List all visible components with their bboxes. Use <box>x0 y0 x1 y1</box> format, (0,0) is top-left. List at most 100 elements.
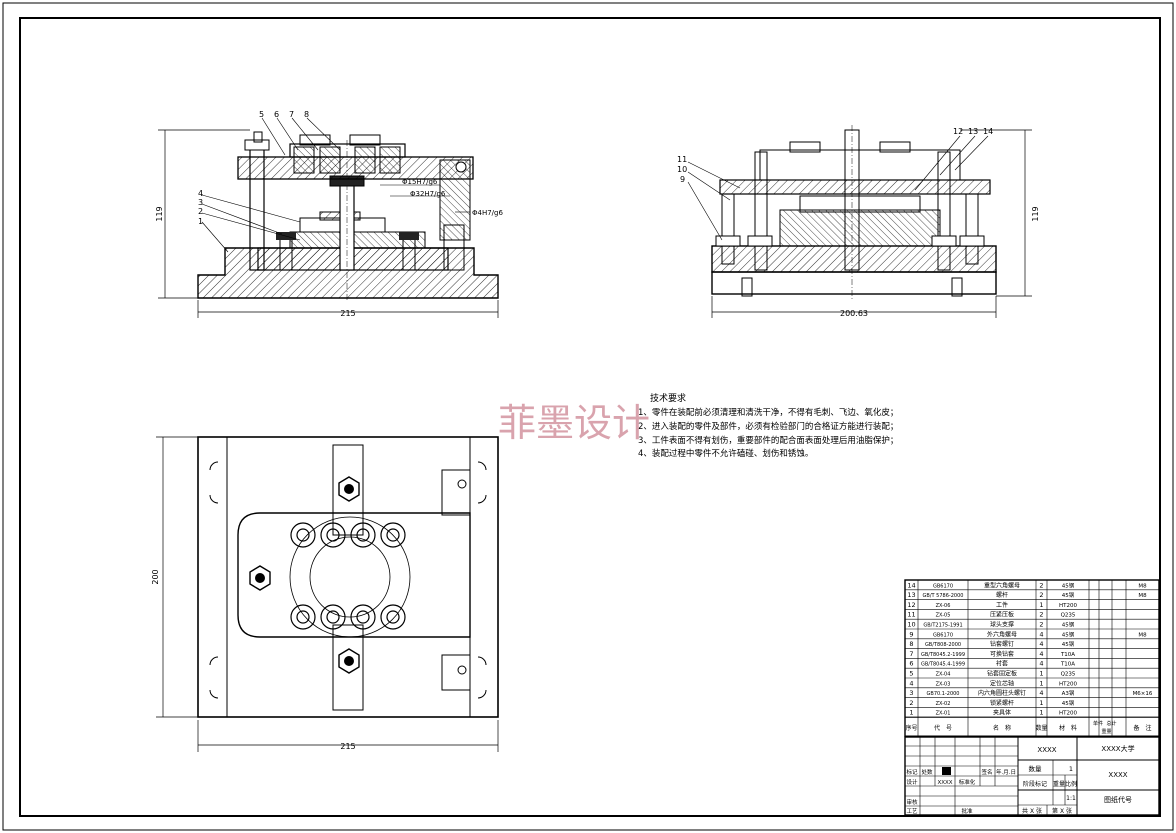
top-view <box>156 436 499 752</box>
note-item-1: 1、零件在装配前必须清理和清洗干净，不得有毛刺、飞边、氧化皮； <box>638 407 898 418</box>
bom-cell-mat: HT200 <box>1059 603 1077 609</box>
bom-cell-mat: 45钢 <box>1062 621 1075 629</box>
side-callout-11: 11 <box>677 155 687 164</box>
bom-header-unit: 单件 <box>1093 720 1103 727</box>
notes-title: 技术要求 <box>650 392 686 404</box>
bom-cell-code: ZX-02 <box>936 701 951 707</box>
bom-header-code: 代 号 <box>934 724 952 732</box>
note-item-2: 2、进入装配的零件及部件，必须有检验部门的合格证方能进行装配； <box>638 421 898 432</box>
tb-design-name: XXXX <box>937 780 952 786</box>
technical-notes: 技术要求 1、零件在装配前必须清理和清洗干净，不得有毛刺、飞边、氧化皮； 2、进… <box>638 392 898 459</box>
bom-cell-no: 1 <box>909 709 913 717</box>
front-callout-8: 8 <box>304 110 309 119</box>
bom-cell-name: 内六角圆柱头螺钉 <box>978 689 1026 697</box>
bom-cell-qty: 4 <box>1039 640 1043 648</box>
bom-cell-name: 螺杆 <box>996 591 1008 599</box>
bom-cell-code: GB6170 <box>933 632 953 638</box>
bom-header-name: 名 称 <box>993 724 1011 732</box>
side-callout-10: 10 <box>677 165 687 174</box>
bom-cell-mat: Q235 <box>1061 672 1076 678</box>
side-view <box>687 125 1032 318</box>
bom-cell-mat: HT200 <box>1059 681 1077 687</box>
bom-cell-mat: 45钢 <box>1062 699 1075 707</box>
bom-cell-no: 3 <box>909 689 913 697</box>
bom-cell-mat: T10A <box>1060 652 1075 658</box>
tb-part-name: XXXX <box>1037 746 1056 754</box>
bom-cell-note: M6×16 <box>1133 691 1153 697</box>
front-width-dim: 215 <box>340 309 355 318</box>
front-callout-1: 1 <box>198 217 203 226</box>
bom-cell-qty: 2 <box>1039 581 1043 589</box>
front-callout-5: 5 <box>259 110 264 119</box>
side-callout-14: 14 <box>983 127 993 136</box>
front-height-dim: 119 <box>155 206 164 221</box>
bom-cell-mat: 45钢 <box>1062 591 1075 599</box>
bom-cell-name: 衬套 <box>996 660 1008 668</box>
side-width-dim: 200.63 <box>840 309 868 318</box>
bom-header-total: 总计 <box>1106 720 1116 727</box>
tb-scale-value: 1:1 <box>1066 795 1076 802</box>
bom-cell-code: GB/T 5786-2000 <box>923 593 964 599</box>
bom-header-weight: 重量 <box>1101 728 1111 735</box>
bom-cell-code: ZX-06 <box>936 603 951 609</box>
bom-cell-code: ZX-04 <box>936 672 951 678</box>
bom-cell-no: 5 <box>909 670 913 678</box>
bom-cell-qty: 4 <box>1039 689 1043 697</box>
front-callout-2: 2 <box>198 207 203 216</box>
tb-stage-label: 阶段标记 <box>1023 780 1047 788</box>
front-callout-6: 6 <box>274 110 279 119</box>
bom-cell-name: 工件 <box>996 601 1008 609</box>
bom-cell-code: GB/T2175-1991 <box>923 623 962 629</box>
side-callout-9: 9 <box>680 175 685 184</box>
side-callout-12: 12 <box>953 127 963 136</box>
bom-cell-code: GB70.1-2000 <box>927 691 960 697</box>
inner-frame <box>19 17 1161 817</box>
bom-cell-no: 14 <box>907 581 915 589</box>
tb-design-label: 设计 <box>906 778 918 786</box>
bom-cell-mat: HT200 <box>1059 711 1077 717</box>
tb-std-label: 标准化 <box>959 778 976 786</box>
bom-cell-name: 重型六角螺母 <box>984 581 1020 589</box>
tb-sheet-total: 共 X 张 <box>1022 807 1042 815</box>
bom-header-mat: 材 料 <box>1059 724 1077 732</box>
bom-cell-qty: 2 <box>1039 591 1043 599</box>
bom-cell-no: 7 <box>909 650 913 658</box>
tb-scale-label: 比例 <box>1065 780 1077 788</box>
bom-header-no: 序号 <box>905 724 917 732</box>
bom-cell-no: 11 <box>907 611 915 619</box>
bom-cell-code: GB/T8045.4-1999 <box>921 662 965 668</box>
bom-cell-no: 2 <box>909 699 913 707</box>
bom-cell-name: 可换钻套 <box>990 650 1014 658</box>
bom-cell-mat: 45钢 <box>1062 630 1075 638</box>
bom-cell-qty: 4 <box>1039 650 1043 658</box>
bom-cell-code: ZX-01 <box>936 711 951 717</box>
bom-cell-name: 定位芯轴 <box>990 679 1014 687</box>
front-callout-3: 3 <box>198 198 203 207</box>
bom-cell-no: 9 <box>909 630 913 638</box>
bom-cell-qty: 4 <box>1039 630 1043 638</box>
bom-cell-qty: 1 <box>1039 699 1043 707</box>
top-height-dim: 200 <box>151 569 160 584</box>
bom-cell-qty: 1 <box>1039 679 1043 687</box>
note-item-4: 4、装配过程中零件不允许磕碰、划伤和锈蚀。 <box>638 448 813 459</box>
bom-cell-note: M8 <box>1138 632 1147 638</box>
bom-cell-name: 球头支撑 <box>990 621 1014 629</box>
tb-sheet-no: 第 X 张 <box>1052 807 1072 815</box>
tb-mark-label: 标记 <box>906 768 918 776</box>
title-block <box>904 736 1160 816</box>
bom-cell-no: 4 <box>909 679 913 687</box>
tb-count-label: 处数 <box>921 768 933 776</box>
bom-cell-qty: 1 <box>1039 601 1043 609</box>
fit-phi32: Φ32H7/g6 <box>410 190 446 198</box>
front-callout-7: 7 <box>289 110 294 119</box>
bom-cell-no: 13 <box>907 591 915 599</box>
bom-cell-name: 钻套固定板 <box>987 670 1017 678</box>
side-height-dim: 119 <box>1031 206 1040 221</box>
tb-qty-value: 1 <box>1069 765 1073 773</box>
bom-cell-code: GB6170 <box>933 583 953 589</box>
tb-date-label: 年.月.日 <box>996 768 1016 776</box>
bom-cell-mat: Q235 <box>1061 613 1076 619</box>
bom-cell-name: 夹具体 <box>993 709 1011 717</box>
